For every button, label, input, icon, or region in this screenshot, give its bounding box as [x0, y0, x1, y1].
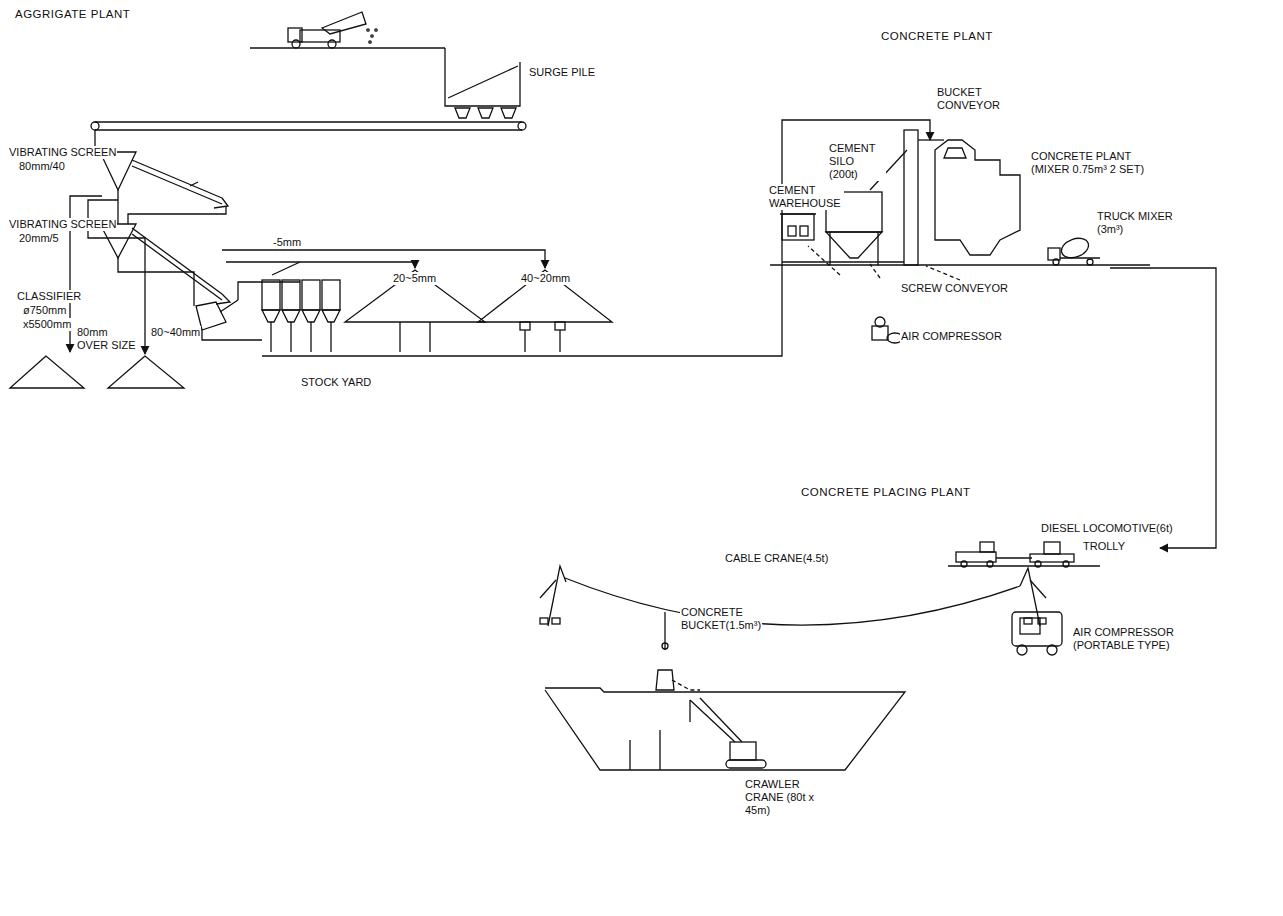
truck-mixer	[1048, 235, 1100, 265]
size-label: -5mm	[272, 236, 302, 249]
equipment-label: CRAWLER CRANE (80t x 45m)	[744, 778, 822, 817]
vibrating-screen-lower	[100, 224, 230, 304]
equipment-label: CONCRETE BUCKET(1.5m³)	[680, 606, 762, 632]
flow-lines	[70, 190, 545, 354]
concrete-bucket	[656, 670, 674, 690]
section-heading: AGGRIGATE PLANT	[14, 8, 131, 21]
equipment-label: AIR COMPRESSOR	[900, 330, 1003, 343]
equipment-label: BUCKET CONVEYOR	[936, 86, 1010, 112]
stockpile-20-5	[345, 270, 485, 352]
equipment-label: CLASSIFIER	[16, 290, 82, 303]
sand-bins	[262, 280, 340, 352]
equipment-label: CEMENT SILO (200t)	[828, 142, 886, 181]
size-label: x5500mm	[22, 318, 72, 331]
equipment-label: TROLLY	[1082, 540, 1126, 553]
section-heading: CONCRETE PLANT	[880, 30, 994, 43]
portable-air-compressor	[1012, 612, 1062, 655]
size-label: 80mm OVER SIZE	[76, 326, 140, 352]
diesel-locomotive-trolly	[948, 542, 1100, 567]
size-label: 20~5mm	[392, 272, 437, 285]
equipment-label: SCREW CONVEYOR	[900, 282, 1009, 295]
air-compressor	[872, 317, 903, 343]
area-label: STOCK YARD	[300, 376, 372, 389]
screw-conveyor-leader	[808, 246, 840, 275]
surge-pile-hopper	[445, 48, 520, 118]
belt-conveyor	[91, 122, 526, 150]
size-label: 80~40mm	[150, 326, 201, 339]
equipment-label: CONCRETE PLANT (MIXER 0.75m³ 2 SET)	[1030, 150, 1152, 176]
aggregate-conveyor	[262, 120, 930, 356]
vibrating-screen-upper	[100, 152, 228, 208]
pile-80-40	[108, 356, 184, 388]
cement-warehouse	[782, 214, 814, 240]
dump-truck	[250, 12, 445, 48]
equipment-label: DIESEL LOCOMOTIVE(6t)	[1040, 522, 1174, 535]
size-label: 20mm/5	[18, 232, 60, 245]
oversize-pile	[10, 356, 84, 388]
crawler-crane	[690, 698, 766, 768]
mixer-plant	[935, 140, 1020, 255]
classifier	[196, 300, 238, 330]
section-heading: CONCRETE PLACING PLANT	[800, 486, 971, 499]
cable-crane	[540, 566, 1046, 690]
size-label: 80mm/40	[18, 160, 66, 173]
size-label: 40~20mm	[520, 272, 571, 285]
equipment-label: CABLE CRANE(4.5t)	[724, 552, 829, 565]
size-label: ø750mm	[22, 304, 67, 317]
equipment-label: TRUCK MIXER (3m³)	[1096, 210, 1178, 236]
dam-pit	[545, 688, 905, 770]
equipment-label: SURGE PILE	[528, 66, 596, 79]
equipment-label: AIR COMPRESSOR (PORTABLE TYPE)	[1072, 626, 1204, 652]
equipment-label: VIBRATING SCREEN	[8, 218, 117, 231]
equipment-label: VIBRATING SCREEN	[8, 146, 117, 159]
equipment-label: CEMENT WAREHOUSE	[768, 184, 844, 210]
stockpile-40-20	[478, 270, 612, 352]
